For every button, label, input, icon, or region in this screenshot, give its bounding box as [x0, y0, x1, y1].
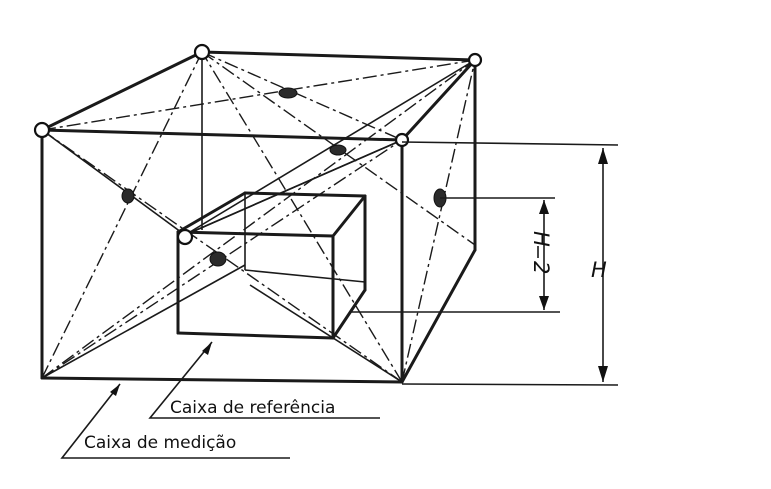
- microphone-corner-3: [467, 52, 483, 68]
- reference-box-label: Caixa de referência: [170, 398, 335, 418]
- microphone-inner: [209, 251, 227, 267]
- reference-box-callout: Caixa de referência: [148, 341, 380, 419]
- half-height-numerator: H: [529, 231, 553, 247]
- half-height-dimension: H 2: [350, 197, 560, 313]
- measurement-box: [40, 50, 477, 384]
- height-label: H: [591, 258, 607, 282]
- microphone-left: [121, 188, 135, 204]
- microphone-corner-2: [193, 43, 211, 61]
- measurement-box-callout: Caixa de medição: [60, 383, 290, 459]
- microphone-positions: [33, 43, 483, 267]
- microphone-corner-4: [394, 132, 410, 148]
- microphone-corner-5: [176, 228, 194, 246]
- measurement-box-label: Caixa de medição: [84, 433, 236, 453]
- height-dimension: H: [401, 141, 619, 386]
- microphone-corner-1: [33, 121, 51, 139]
- half-height-denominator: 2: [529, 261, 553, 274]
- reference-box: [176, 191, 367, 340]
- microphone-mid: [329, 144, 347, 156]
- corner-lines: [41, 59, 476, 383]
- diagonal-lines: [41, 51, 476, 383]
- microphone-top: [278, 87, 298, 99]
